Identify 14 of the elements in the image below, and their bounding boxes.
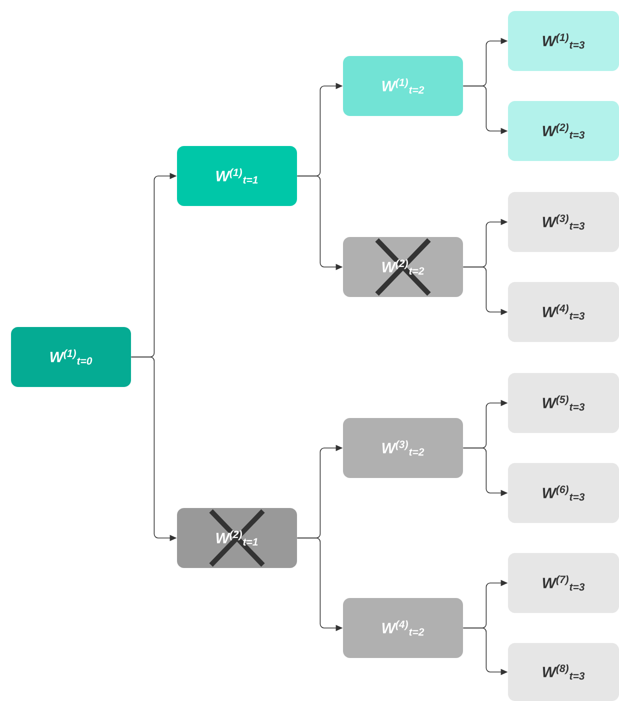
node-box: W$^{(4)}$t=2	[343, 598, 463, 658]
node-box: W$^{(6)}$t=3	[508, 463, 619, 523]
node-box: W$^{(2)}$t=3	[508, 101, 619, 161]
node-box: W$^{(7)}$t=3	[508, 553, 619, 613]
node-box: W$^{(3)}$t=2	[343, 418, 463, 478]
node-box: W$^{(1)}$t=3	[508, 11, 619, 71]
node-box: W$^{(3)}$t=3	[508, 192, 619, 252]
node-box: W$^{(1)}$t=1	[177, 146, 297, 206]
crossed-node-box: W$^{(2)}$t=1	[177, 508, 297, 568]
node-box: W$^{(4)}$t=3	[508, 282, 619, 342]
node-box: W$^{(5)}$t=3	[508, 373, 619, 433]
node-box: W$^{(1)}$t=0	[11, 327, 131, 387]
node-box: W$^{(8)}$t=3	[508, 643, 619, 701]
node-box: W$^{(1)}$t=2	[343, 56, 463, 116]
